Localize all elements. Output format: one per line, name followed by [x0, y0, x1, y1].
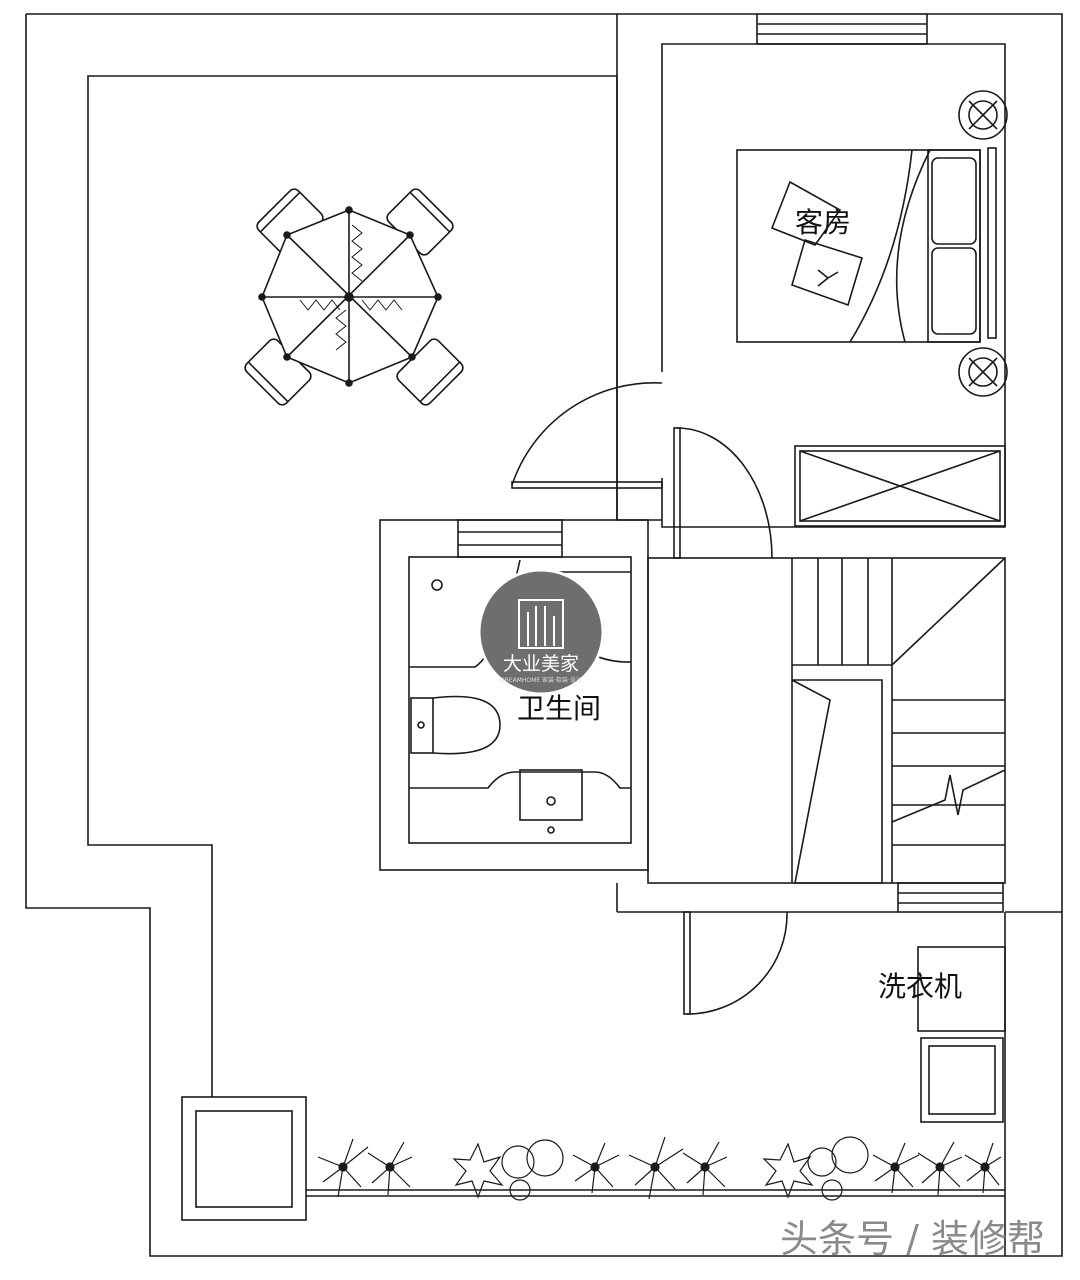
watermark-subtitle: DREAMHOME 家装·软装·设计: [500, 676, 582, 684]
lamp-top: [958, 90, 1008, 140]
plant-row: [317, 1136, 1002, 1201]
plant-9: [807, 1136, 869, 1201]
cabinet-right: [920, 1037, 1004, 1123]
footer-source: 头条号 / 装修帮: [780, 1217, 1045, 1261]
staircase: [791, 557, 1006, 884]
umbrella-table: [244, 188, 464, 406]
toilet: [410, 695, 501, 755]
plant-2: [367, 1141, 413, 1196]
vanity: [409, 769, 631, 834]
plant-6: [628, 1136, 684, 1200]
corridor-walls: [616, 557, 1006, 913]
bottom-window: [897, 882, 1004, 913]
terrace-door: [511, 382, 663, 489]
bathroom-walls: [379, 519, 649, 871]
watermark-logo: 大业美家 DREAMHOME 家装·软装·设计: [477, 568, 605, 696]
plant-12: [964, 1142, 1002, 1194]
plant-1: [317, 1138, 369, 1198]
plant-11: [917, 1141, 963, 1196]
wardrobe: [794, 445, 1006, 527]
plant-10: [872, 1142, 920, 1194]
planter-rail: [306, 912, 1006, 1256]
top-window: [756, 13, 928, 45]
label-bathroom: 卫生间: [517, 692, 601, 725]
lower-door: [683, 911, 788, 1015]
plant-8: [762, 1142, 814, 1199]
plant-5: [572, 1142, 620, 1194]
building-icon: [518, 599, 564, 649]
terrace-parapet: [87, 75, 618, 1097]
plant-4: [501, 1139, 564, 1201]
label-washing-machine: 洗衣机: [878, 970, 962, 1003]
plant-7: [682, 1141, 728, 1196]
plant-3: [452, 1142, 504, 1199]
watermark-title: 大业美家: [503, 653, 579, 675]
planter-box: [181, 1096, 307, 1221]
bed: [736, 147, 997, 343]
guest-room-door: [673, 427, 773, 559]
label-guest-room: 客房: [795, 206, 851, 239]
lamp-bottom: [958, 347, 1008, 397]
